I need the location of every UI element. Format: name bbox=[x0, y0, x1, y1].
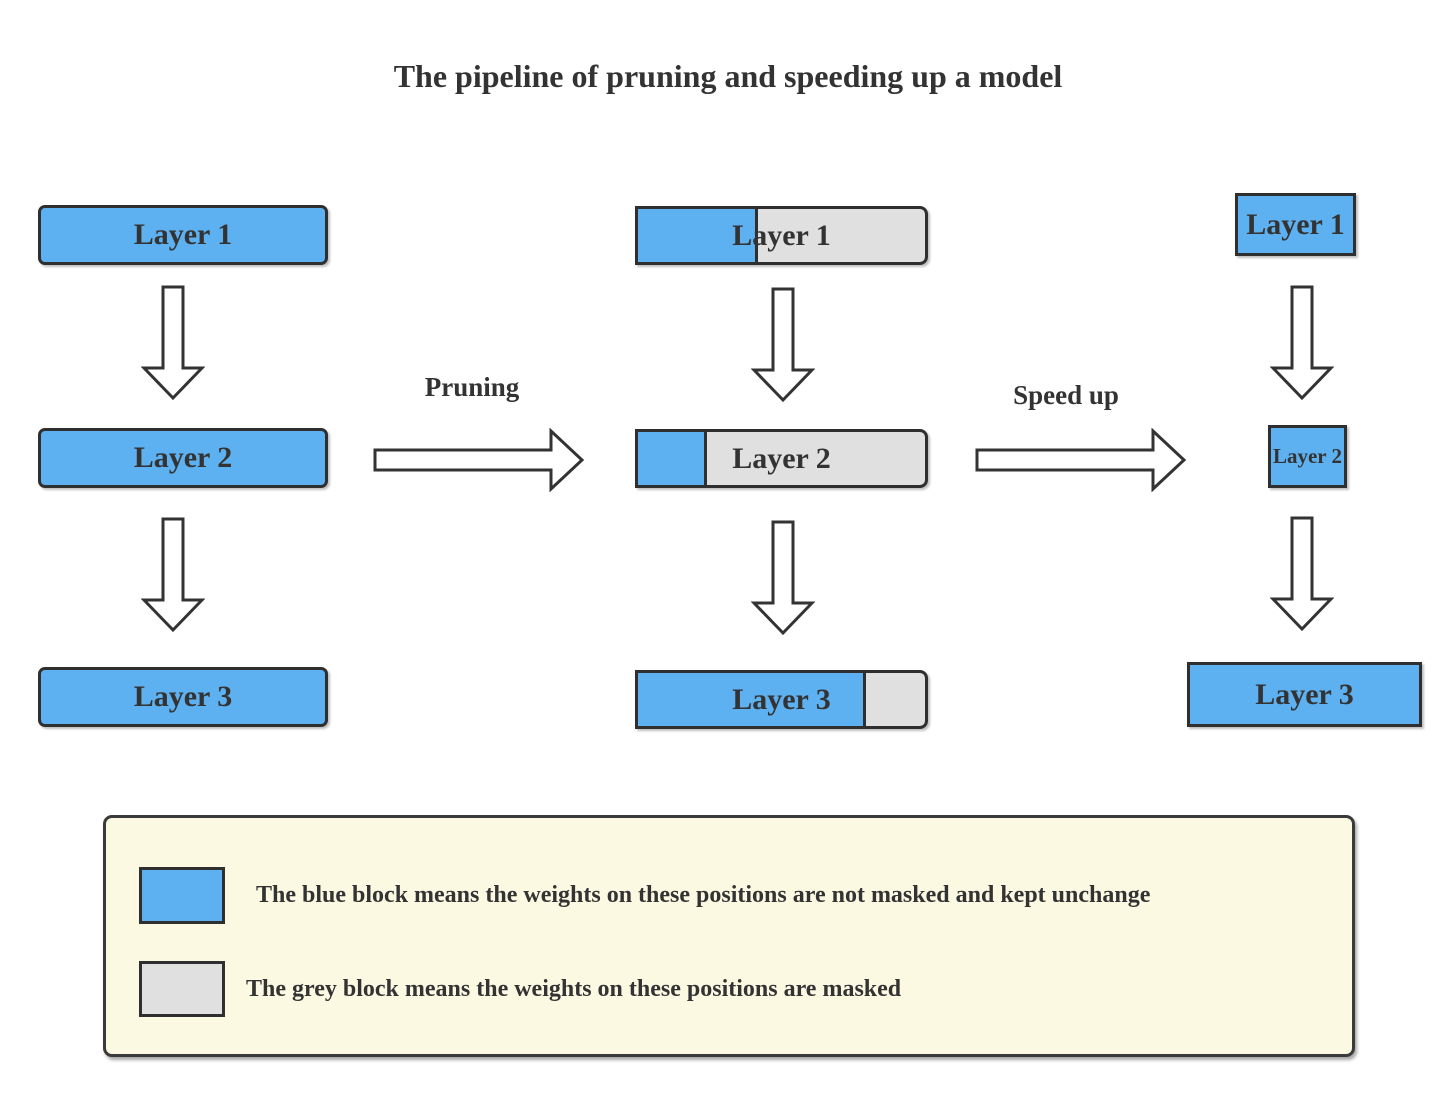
original-layer-1-block: Layer 1 bbox=[38, 205, 328, 265]
spedup-layer-1-block: Layer 1 bbox=[1235, 193, 1356, 256]
spedup-layer-2-label: Layer 2 bbox=[1272, 444, 1343, 468]
down-arrow-icon bbox=[1270, 516, 1334, 632]
down-arrow-icon bbox=[141, 285, 205, 401]
spedup-layer-3-label: Layer 3 bbox=[1255, 677, 1354, 711]
pruned-layer-2-label: Layer 2 bbox=[732, 441, 831, 475]
legend-blue-text: The blue block means the weights on thes… bbox=[256, 882, 1151, 908]
diagram-title: The pipeline of pruning and speeding up … bbox=[393, 58, 1063, 94]
original-layer-2-block: Layer 2 bbox=[38, 428, 328, 488]
down-arrow-icon bbox=[751, 287, 815, 403]
legend-grey-text: The grey block means the weights on thes… bbox=[246, 975, 902, 1002]
kept-region bbox=[635, 206, 759, 265]
down-arrow-icon bbox=[1270, 285, 1334, 401]
spedup-layer-2-block: Layer 2 bbox=[1268, 425, 1347, 488]
pruned-layer-3-block: Layer 3 bbox=[635, 670, 928, 729]
pruned-layer-2-block: Layer 2 bbox=[635, 429, 928, 488]
kept-region bbox=[635, 670, 867, 729]
legend-box: The blue block means the weights on thes… bbox=[103, 815, 1355, 1057]
down-arrow-icon bbox=[141, 517, 205, 633]
spedup-layer-3-block: Layer 3 bbox=[1187, 662, 1422, 727]
down-arrow-icon bbox=[751, 520, 815, 636]
legend-grey-swatch bbox=[139, 961, 225, 1017]
original-layer-1-label: Layer 1 bbox=[133, 218, 233, 251]
pruned-layer-3-label: Layer 3 bbox=[732, 682, 831, 716]
spedup-layer-1-label: Layer 1 bbox=[1246, 207, 1345, 241]
speed-up-label: Speed up bbox=[1013, 380, 1119, 410]
original-layer-3-label: Layer 3 bbox=[133, 680, 233, 713]
pruning-label: Pruning bbox=[424, 372, 520, 402]
original-layer-2-label: Layer 2 bbox=[133, 441, 233, 474]
right-arrow-icon bbox=[975, 428, 1187, 492]
legend-blue-swatch bbox=[139, 867, 225, 924]
original-layer-3-block: Layer 3 bbox=[38, 667, 328, 727]
right-arrow-icon bbox=[373, 428, 585, 492]
pruned-layer-1-label: Layer 1 bbox=[732, 218, 831, 252]
kept-region bbox=[635, 429, 707, 488]
pruned-layer-1-block: Layer 1 bbox=[635, 206, 928, 265]
